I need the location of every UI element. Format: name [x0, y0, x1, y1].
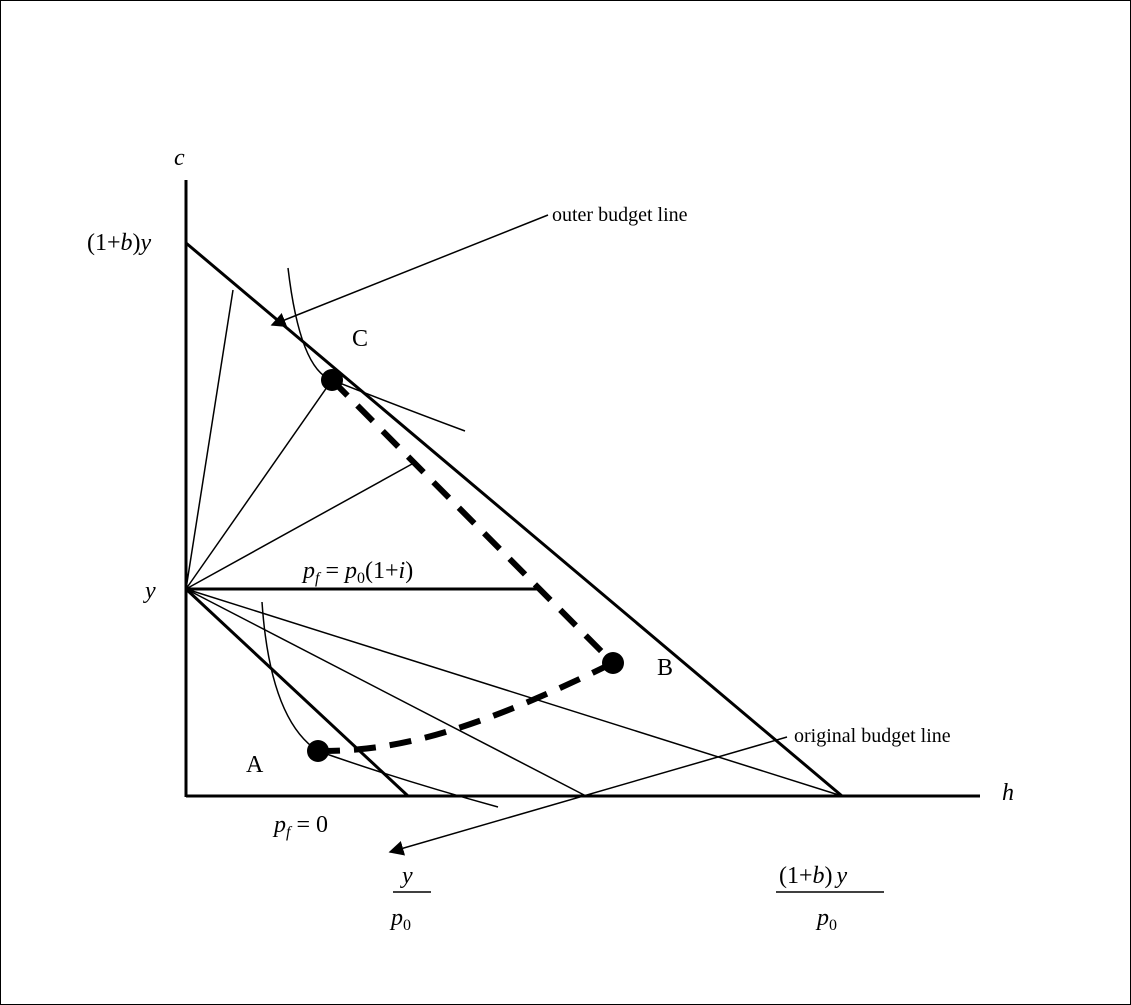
x-axis-label: h — [1002, 780, 1014, 806]
ray-down-2 — [185, 588, 843, 797]
point-a-label: A — [246, 752, 264, 778]
outer-budget-line-label: outer budget line — [552, 204, 688, 226]
point-b-marker — [602, 652, 624, 674]
dashed-expansion-path — [317, 660, 615, 755]
ray-mid — [185, 463, 413, 590]
original-budget-line — [184, 587, 410, 798]
indifference-curve-a — [261, 601, 499, 808]
ray-steep — [185, 289, 234, 590]
ray-down-1 — [185, 588, 587, 797]
x-tick-second-denominator: p0 — [815, 905, 837, 934]
x-tick-first-denominator: p0 — [389, 905, 411, 934]
x-tick-second-numerator: (1+b)y — [779, 863, 848, 889]
y-axis-label: c — [174, 145, 185, 171]
point-a-marker — [307, 740, 329, 762]
y-tick-middle: y — [143, 578, 156, 604]
point-c-marker — [321, 369, 343, 391]
ray-to-c — [185, 379, 333, 590]
original-budget-arrow — [388, 736, 788, 856]
original-budget-line-label: original budget line — [794, 725, 951, 747]
dashed-upper-path — [329, 377, 616, 666]
pf-zero-label: pf = 0 — [272, 812, 328, 841]
x-tick-first-numerator: y — [400, 863, 413, 889]
outer-budget-line — [185, 241, 843, 798]
pf-horizontal-label: pf = p0(1+i) — [301, 558, 413, 587]
outer-budget-arrow — [270, 214, 549, 327]
y-tick-top: (1+b)y — [87, 230, 152, 256]
point-c-label: C — [352, 326, 368, 352]
point-b-label: B — [657, 655, 673, 681]
